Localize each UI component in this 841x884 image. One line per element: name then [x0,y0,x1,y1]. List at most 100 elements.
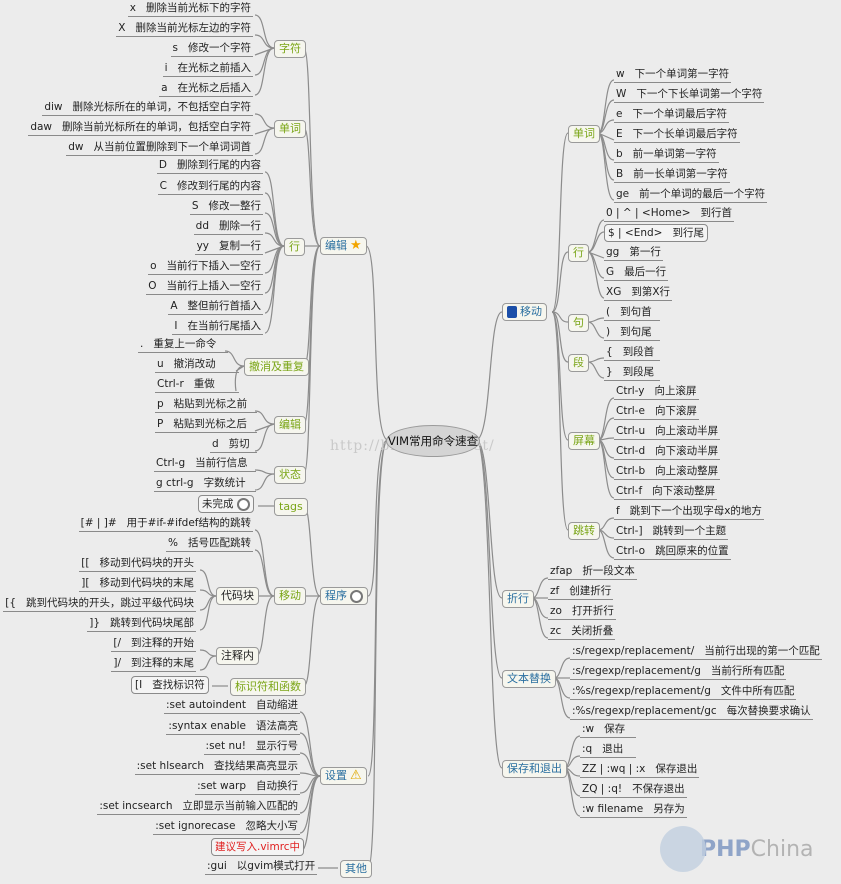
group-paste-label: 编辑 [279,418,301,431]
leaf-key: ZZ | :wq | :x [582,763,646,775]
leaf-key: :%s/regexp/replacement/gc [572,705,717,717]
leaf-key: O [148,280,157,292]
group-status-label: 状态 [279,468,301,481]
leaf-key: gg [606,246,620,258]
group-undo[interactable]: 撤消及重复 [244,358,309,376]
leaf-desc: 跳到下一个出现字母x的地方 [629,505,762,517]
rleaf-replace-0: :s/regexp/replacement/当前行出现的第一个匹配 [570,644,822,660]
rleaf-words-0: w 下一个单词第一字符 [614,67,732,83]
leaf-desc: 下一个单词最后字符 [632,108,727,120]
group-move[interactable]: 移动 [274,587,306,605]
rleaf-lines-0: 0 | ^ | <Home>到行首 [604,206,735,222]
group-tags[interactable]: tags [274,498,308,516]
rgroup-paragraph-label: 段 [573,356,584,369]
rgroup-screen[interactable]: 屏幕 [568,432,600,450]
leaf-comment-0: [/到注释的开始 [111,636,196,652]
branch-save[interactable]: 保存和退出 [502,760,567,778]
rgroup-lines[interactable]: 行 [568,244,589,262]
group-codeblock[interactable]: 代码块 [216,587,259,605]
rgroup-words[interactable]: 单词 [568,125,600,143]
group-words[interactable]: 单词 [274,120,306,138]
leaf-desc: 撤消改动 [173,358,216,370]
leaf-key: :w [582,723,595,735]
group-comment[interactable]: 注释内 [216,647,259,665]
leaf-move-0: [# | ]#用于#if-#ifdef结构的跳转 [78,516,253,532]
leaf-desc: 删除当前光标左边的字符 [135,22,252,34]
leaf-desc: 当前行所有匹配 [710,665,785,677]
leaf-desc: 退出 [602,743,624,755]
leaf-desc: 复制一行 [219,240,261,252]
leaf-key: A [170,300,178,312]
branch-fold[interactable]: 折行 [502,590,534,608]
rgroup-paragraph[interactable]: 段 [568,354,589,372]
leaf-key: :set autoindent [165,699,246,711]
branch-settings[interactable]: 设置⚠ [320,767,367,785]
elephant-logo-icon [660,826,706,872]
leaf-desc: 重做 [193,378,215,390]
leaf-desc: 不保存退出 [632,783,685,795]
leaf-key: D [158,159,167,171]
branch-replace[interactable]: 文本替换 [502,670,556,688]
rgroup-jump[interactable]: 跳转 [568,522,600,540]
leaf-desc: 每次替换要求确认 [726,705,811,717]
branch-program-label: 程序 [325,589,347,602]
leaf-desc: 在当前行尾插入 [187,320,262,332]
leaf-desc: 前一单词第一字符 [632,148,717,160]
branch-fold-label: 折行 [507,592,529,605]
leaf-key: ][ [81,577,90,589]
leaf-desc: 语法高亮 [256,720,298,732]
group-status[interactable]: 状态 [274,466,306,484]
rgroup-sentence-label: 句 [573,316,584,329]
group-ident[interactable]: 标识符和函数 [230,678,306,696]
leaf-key: e [616,108,623,120]
book-icon [507,306,517,318]
rgroup-jump-label: 跳转 [573,524,595,537]
leaf-key: Ctrl-d [616,445,646,457]
group-lines[interactable]: 行 [284,238,305,256]
leaf-key: diw [44,101,63,113]
rgroup-sentence[interactable]: 句 [568,314,589,332]
leaf-key: zfap [550,565,573,577]
leaf-key: w [616,68,625,80]
leaf-desc: 下一个单词第一字符 [634,68,730,80]
rgroup-lines-label: 行 [573,246,584,259]
leaf-desc: 自动换行 [256,780,298,792]
leaf-key: ZQ | :q! [582,783,623,795]
leaf-desc: 重复上一命令 [153,338,217,350]
leaf-desc: 以gvim模式打开 [236,860,316,872]
leaf-key: zf [550,585,560,597]
leaf-desc: 保存退出 [655,763,698,775]
leaf-key: Ctrl-e [616,405,645,417]
leaf-desc: 删除到行尾的内容 [177,159,261,171]
rleaf-save-2: ZZ | :wq | :x 保存退出 [580,762,700,778]
branch-move[interactable]: 移动 [502,303,547,321]
leaf-desc: 文件中所有匹配 [720,685,795,697]
leaf-key: } [606,366,613,378]
branch-edit[interactable]: 编辑★ [320,237,367,255]
leaf-desc: 向上滚动半屏 [655,425,719,437]
leaf-key: X [118,22,126,34]
leaf-desc: 到行首 [700,207,733,219]
leaf-key: s [172,42,178,54]
rleaf-paragraph-0: {到段首 [604,345,660,361]
branch-other-label: 其他 [345,862,367,875]
leaf-key: :s/regexp/replacement/ [572,645,695,657]
branch-program[interactable]: 程序 [320,587,368,605]
group-paste[interactable]: 编辑 [274,416,306,434]
branch-other[interactable]: 其他 [340,860,372,878]
group-chars[interactable]: 字符 [274,40,306,58]
leaf-key: :gui [207,860,227,872]
root-node[interactable]: VIM常用命令速查 [386,425,480,457]
